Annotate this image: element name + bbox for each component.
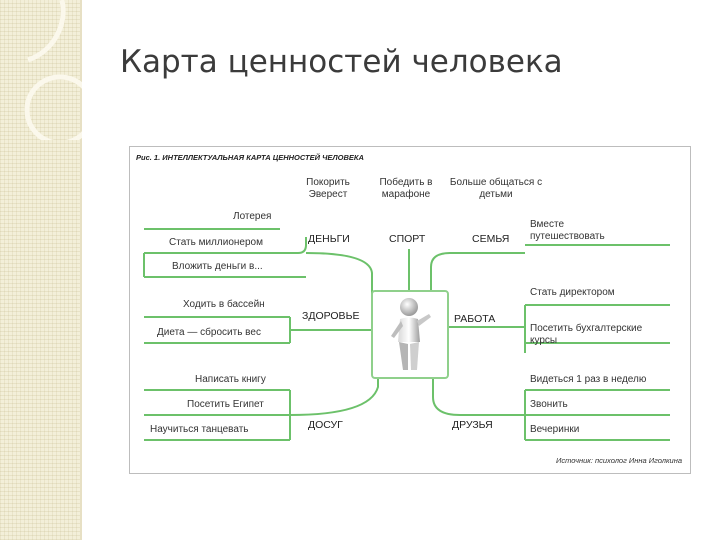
money-trunk	[305, 252, 373, 297]
health-item: Ходить в бассейн	[183, 299, 265, 310]
category-health: ЗДОРОВЬЕ	[302, 310, 360, 322]
category-money: ДЕНЬГИ	[308, 233, 350, 245]
value-map-figure: Рис. 1. ИНТЕЛЛЕКТУАЛЬНАЯ КАРТА ЦЕННОСТЕЙ…	[129, 146, 691, 474]
sport-item: Победить в марафоне	[379, 177, 433, 200]
leisure-item: Посетить Египет	[187, 399, 264, 410]
friends-item: Видеться 1 раз в неделю	[530, 374, 647, 385]
friends-trunk	[432, 375, 525, 416]
leisure-trunk	[289, 375, 379, 416]
money-item: Вложить деньги в...	[172, 261, 263, 272]
category-leisure: ДОСУГ	[308, 419, 343, 431]
category-sport: СПОРТ	[389, 233, 426, 245]
decorative-sidebar	[0, 0, 80, 540]
sidebar-divider	[80, 0, 82, 540]
family-item: Вместе путешествовать	[530, 219, 605, 242]
work-item: Посетить бухгалтерские курсы	[530, 323, 643, 346]
leisure-item: Написать книгу	[195, 374, 266, 385]
person-figure-icon	[391, 298, 431, 370]
health-item: Диета — сбросить вес	[157, 327, 261, 338]
sport-item: Покорить Эверест	[306, 177, 350, 200]
friends-item: Звонить	[530, 399, 568, 410]
category-family: СЕМЬЯ	[472, 233, 510, 245]
family-item: Больше общаться с детьми	[449, 177, 543, 200]
slide-title: Карта ценностей человека	[120, 44, 563, 80]
figure-caption: Рис. 1. ИНТЕЛЛЕКТУАЛЬНАЯ КАРТА ЦЕННОСТЕЙ…	[136, 153, 364, 162]
work-item: Стать директором	[530, 287, 615, 298]
category-work: РАБОТА	[454, 313, 496, 325]
category-friends: ДРУЗЬЯ	[452, 419, 493, 431]
center-person-box	[371, 290, 449, 379]
connector-lines	[143, 228, 670, 441]
money-item: Стать миллионером	[169, 237, 263, 248]
money-link-1	[144, 237, 307, 254]
family-trunk	[430, 252, 525, 290]
friends-item: Вечеринки	[530, 424, 580, 435]
decorative-arcs	[24, 0, 82, 140]
money-item: Лотерея	[233, 211, 272, 222]
figure-source: Источник: психолог Инна Иголкина	[555, 456, 682, 465]
leisure-item: Научиться танцевать	[150, 424, 249, 435]
